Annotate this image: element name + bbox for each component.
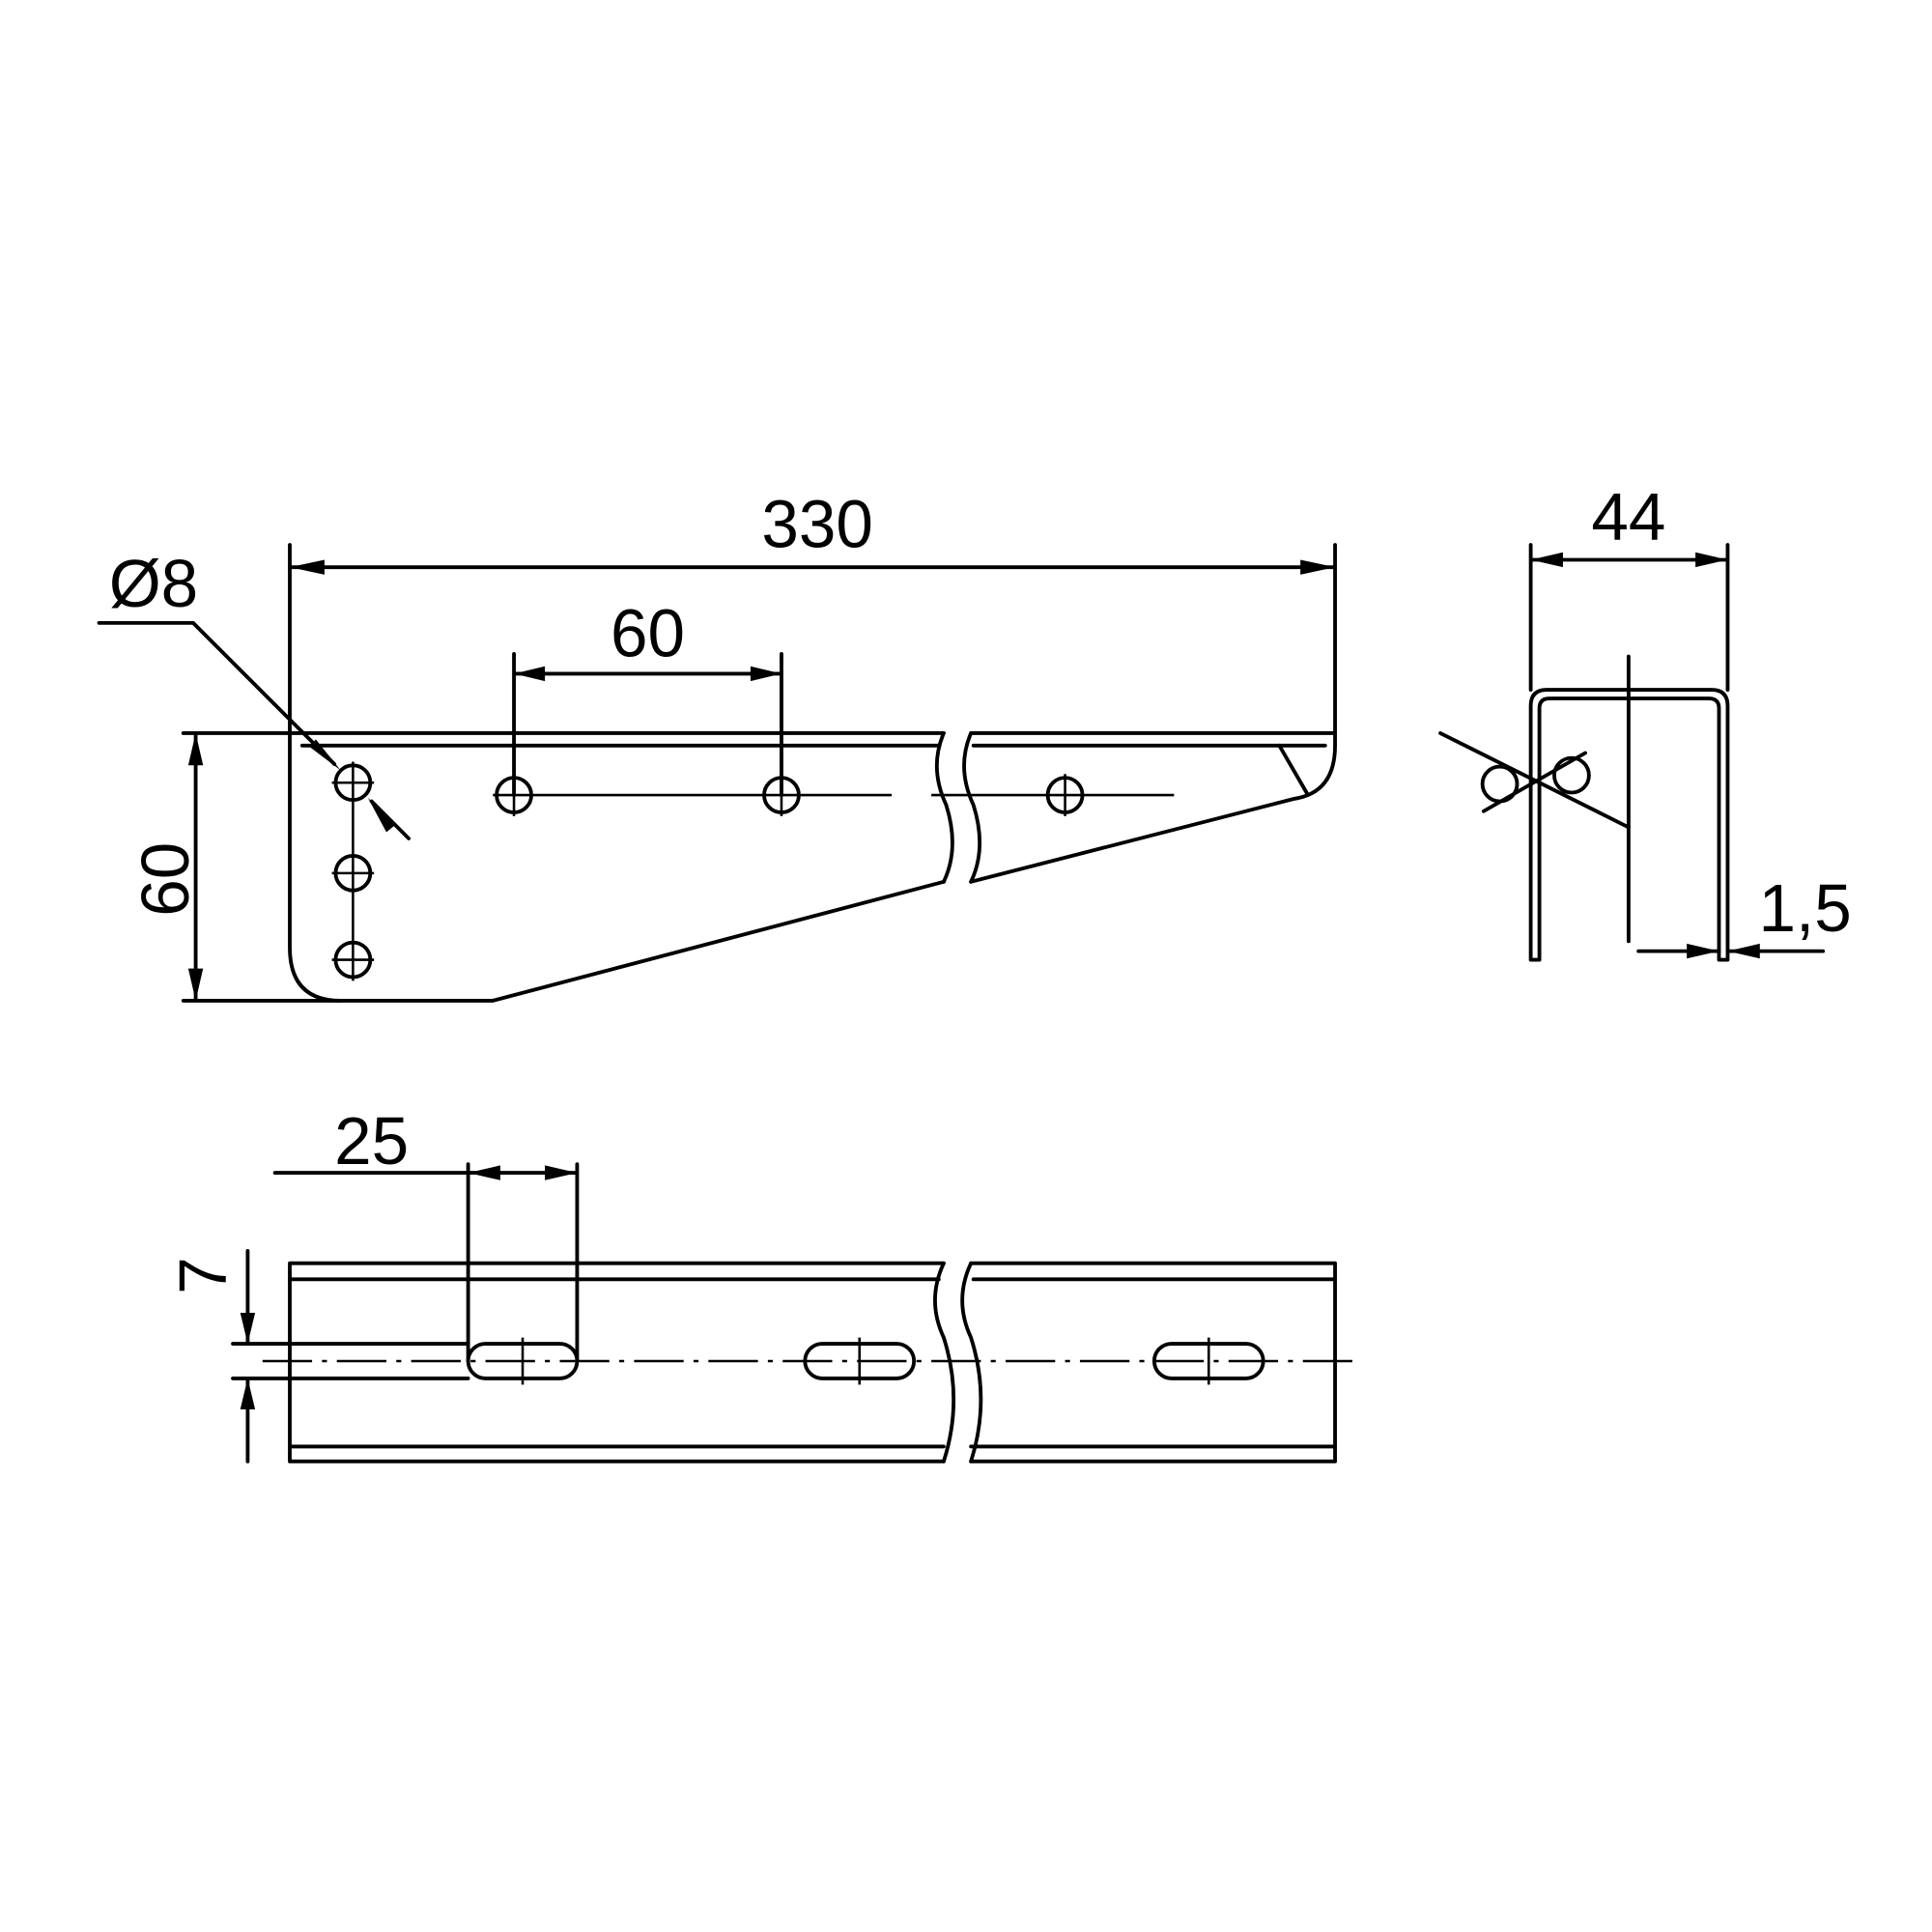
dim-width: 44 [1591, 479, 1665, 554]
dim-height: 60 [128, 842, 203, 917]
dim-slot-width: 7 [164, 1257, 240, 1294]
dim-hole-diameter: Ø8 [109, 546, 198, 621]
top-view: 25 7 [164, 1103, 1356, 1463]
dim-hole-spacing: 60 [611, 595, 685, 670]
end-view: 44 1,5 [1438, 479, 1852, 962]
holes [331, 761, 1175, 981]
side-view: 330 60 60 Ø8 [97, 487, 1337, 1003]
dim-slot-length: 25 [334, 1103, 409, 1179]
dim-thickness: 1,5 [1759, 870, 1852, 946]
dim-overall-length: 330 [761, 487, 873, 562]
slots [262, 1337, 1356, 1385]
